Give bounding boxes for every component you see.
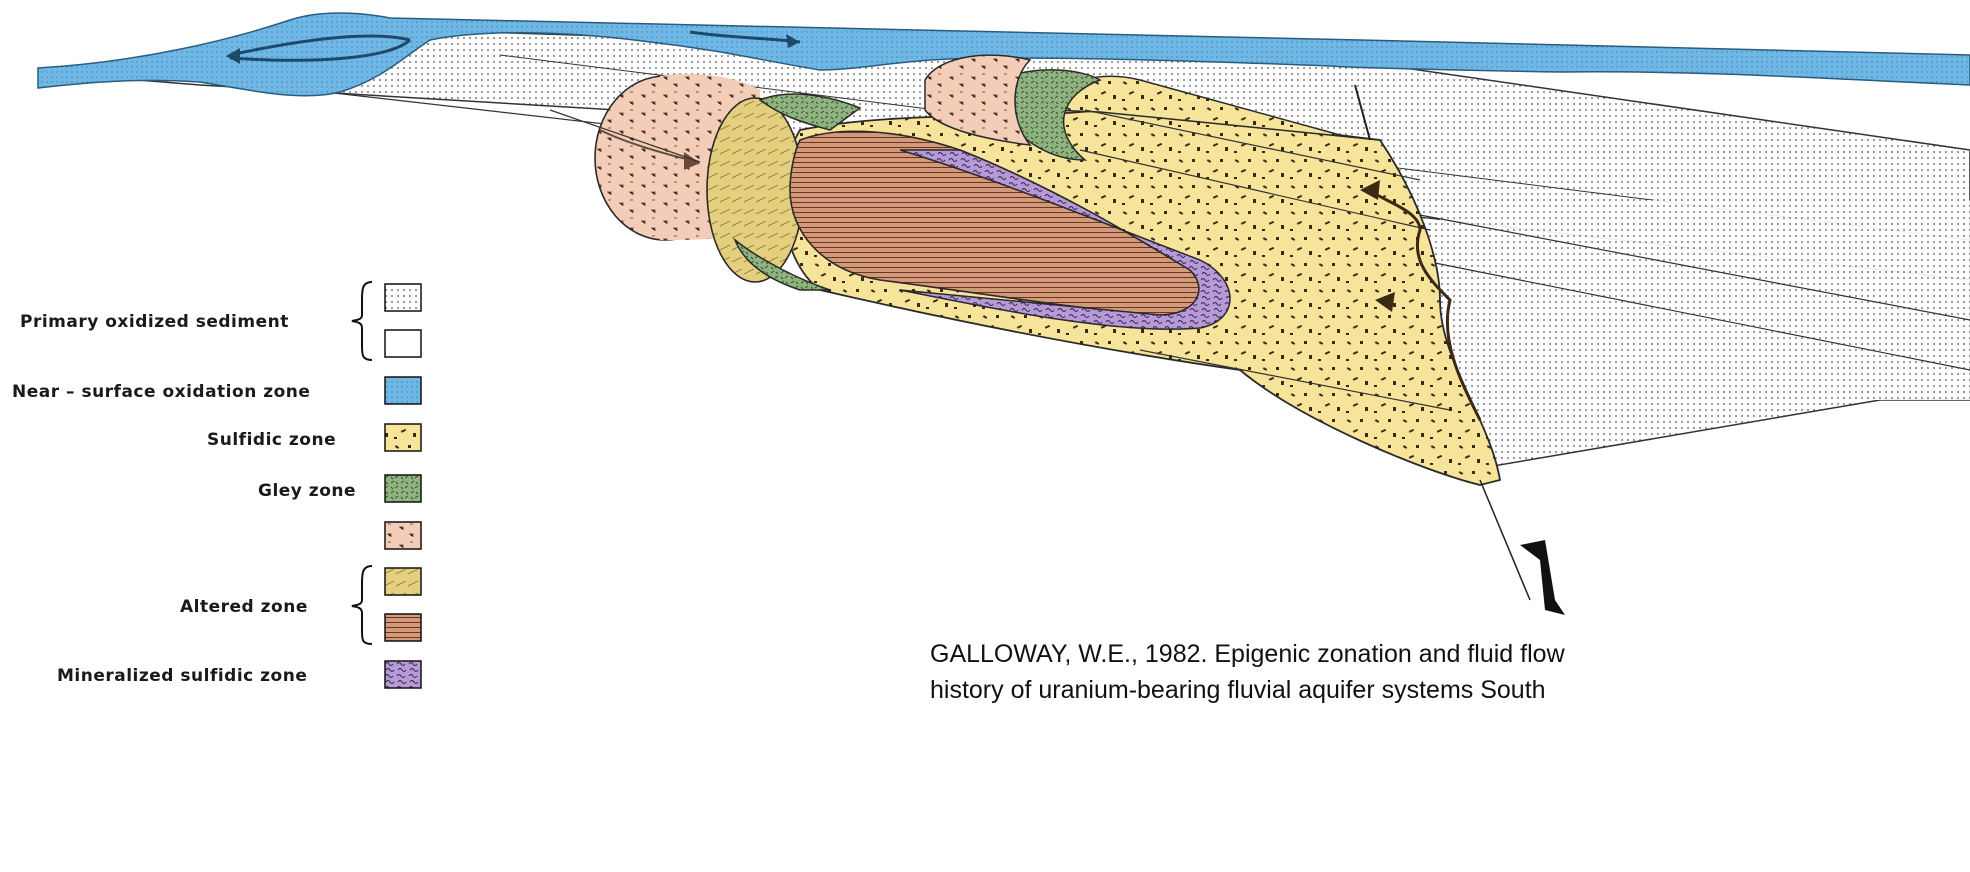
legend-brace-primary — [352, 282, 372, 360]
legend-label-primary-oxidized-sediment: Primary oxidized sediment — [20, 312, 289, 332]
legend-label-near-surface-oxidation-zone: Near – surface oxidation zone — [12, 382, 310, 402]
legend-swatch-olive — [385, 568, 421, 595]
legend-label-gley-zone: Gley zone — [258, 481, 356, 501]
upward-flow-arrow-icon — [1520, 540, 1565, 615]
legend-swatch-gley — [385, 475, 421, 502]
legend-swatch-sulfidic — [385, 424, 421, 451]
legend-swatch-mineralized — [385, 661, 421, 688]
legend-swatch-pink — [385, 522, 421, 549]
legend-swatch-primary-plain — [385, 330, 421, 357]
citation-line-2: history of uranium-bearing fluvial aquif… — [930, 672, 1970, 708]
citation-line-1: GALLOWAY, W.E., 1982. Epigenic zonation … — [930, 636, 1970, 672]
legend-label-altered-zone: Altered zone — [180, 597, 308, 617]
legend-brace-altered — [352, 566, 372, 644]
citation: GALLOWAY, W.E., 1982. Epigenic zonation … — [930, 636, 1970, 872]
legend-swatch-brown — [385, 614, 421, 641]
legend-swatch-primary-dotted — [385, 284, 421, 311]
legend-label-sulfidic-zone: Sulfidic zone — [207, 430, 336, 450]
legend — [352, 282, 421, 688]
legend-swatch-near-surface — [385, 377, 421, 404]
legend-label-mineralized-sulfidic-zone: Mineralized sulfidic zone — [57, 666, 307, 686]
